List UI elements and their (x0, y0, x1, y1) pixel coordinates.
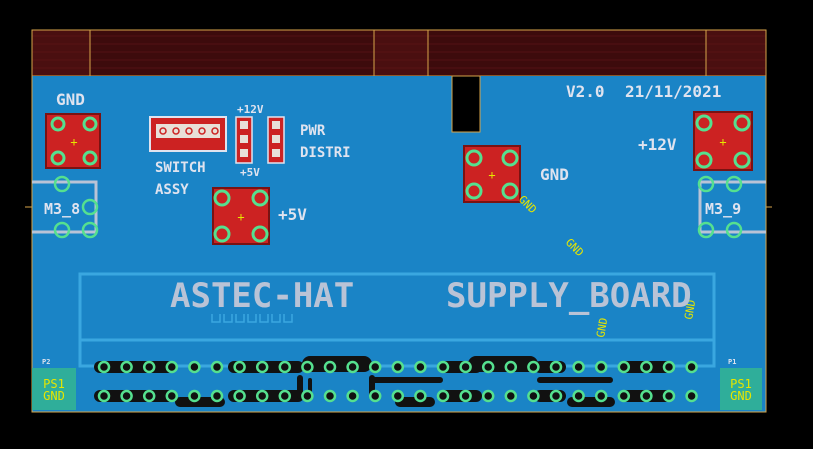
header-pin[interactable] (165, 389, 179, 403)
header-pin[interactable] (97, 389, 111, 403)
mount-hole-right[interactable] (697, 175, 766, 239)
header-pin[interactable] (549, 360, 563, 374)
header-pin[interactable] (346, 389, 359, 403)
header-pin[interactable] (301, 360, 314, 374)
p2-label: P2 (42, 358, 50, 366)
header-pin[interactable] (142, 389, 156, 403)
board-title-left: ASTEC-HAT (170, 276, 354, 316)
plus5v-pad[interactable]: + (212, 187, 270, 245)
header-pin[interactable] (459, 389, 472, 403)
switch-connector[interactable] (149, 116, 227, 152)
header-pin[interactable] (188, 360, 201, 374)
ps-right-label-2: GND (730, 389, 752, 403)
header-pin[interactable] (414, 389, 427, 403)
mount-hole-left[interactable] (32, 175, 99, 239)
header-pin-row-bottom (97, 389, 698, 403)
header-pin[interactable] (301, 389, 314, 403)
header-pin[interactable] (617, 389, 631, 403)
header-pin[interactable] (165, 360, 179, 374)
ps-left-label-2: GND (43, 389, 65, 403)
version-label: V2.0 (566, 82, 605, 101)
gnd-pad-center[interactable]: + (463, 145, 521, 203)
switch-label-2: ASSY (155, 182, 189, 198)
header-pin[interactable] (233, 360, 246, 374)
header-pin[interactable] (255, 360, 269, 374)
header-pin[interactable] (391, 389, 405, 403)
header-pin[interactable] (527, 360, 540, 374)
pwr-label-2: DISTRI (300, 145, 351, 161)
header-pin[interactable] (685, 360, 698, 374)
gnd-center-label: GND (540, 165, 569, 184)
header-pin[interactable] (481, 389, 495, 403)
header-pin-row-top (97, 360, 698, 374)
plus12v-pad[interactable]: + (693, 111, 753, 171)
header-pin[interactable] (527, 389, 540, 403)
m3-left-label: M3_8 (44, 200, 80, 218)
header-pin[interactable] (436, 389, 450, 403)
svg-text:+: + (237, 210, 244, 224)
header-pin[interactable] (481, 360, 495, 374)
header-pin[interactable] (662, 389, 676, 403)
switch-label-1: SWITCH (155, 160, 206, 176)
header-pin[interactable] (120, 360, 133, 374)
header-pin[interactable] (97, 360, 111, 374)
plus12v-small-label: +12V (237, 103, 264, 116)
header-pin[interactable] (640, 389, 653, 403)
date-label: 21/11/2021 (625, 82, 721, 101)
header-pin[interactable] (120, 389, 133, 403)
p1-label: P1 (728, 358, 736, 366)
header-pin[interactable] (278, 389, 292, 403)
header-pin[interactable] (459, 360, 472, 374)
header-pin[interactable] (188, 389, 201, 403)
gnd-top-left-label: GND (56, 90, 85, 109)
header-pin[interactable] (549, 389, 563, 403)
header-pin[interactable] (594, 389, 608, 403)
header-pin[interactable] (391, 360, 405, 374)
ps-left-label-1: PS1 (43, 377, 65, 391)
ps1-pad-right[interactable] (720, 368, 762, 410)
header-pin[interactable] (278, 360, 292, 374)
header-pin[interactable] (210, 389, 224, 403)
ps1-pad-left[interactable] (32, 368, 76, 410)
net-label-gnd-4: GND (682, 299, 698, 321)
header-pin[interactable] (594, 360, 608, 374)
header-pin[interactable] (436, 360, 450, 374)
header-pin[interactable] (233, 389, 246, 403)
header-pin[interactable] (662, 360, 676, 374)
header-pin[interactable] (346, 360, 359, 374)
header-pin[interactable] (640, 360, 653, 374)
gnd-pad-top-left[interactable]: + (45, 113, 101, 169)
header-pin[interactable] (414, 360, 427, 374)
net-label-gnd-3: GND (594, 317, 610, 339)
plus5v-small-label: +5V (240, 166, 260, 179)
svg-text:+: + (488, 168, 495, 182)
header-pin[interactable] (210, 360, 224, 374)
pwr-header-2[interactable] (267, 116, 285, 164)
header-pin[interactable] (572, 389, 585, 403)
pwr-label-1: PWR (300, 123, 326, 139)
header-pin[interactable] (323, 360, 337, 374)
board-title-right: SUPPLY_BOARD (446, 276, 692, 316)
plus5v-label: +5V (278, 205, 307, 224)
header-pin[interactable] (368, 360, 382, 374)
top-copper-zone (31, 29, 767, 77)
header-pin[interactable] (572, 360, 585, 374)
ps-right-label-1: PS1 (730, 377, 752, 391)
header-pin[interactable] (142, 360, 156, 374)
plus12v-label: +12V (638, 135, 677, 154)
header-pin[interactable] (323, 389, 337, 403)
header-pin[interactable] (255, 389, 269, 403)
mirrored-text-mark (211, 314, 293, 323)
header-pin[interactable] (504, 389, 518, 403)
svg-text:+: + (70, 135, 77, 149)
header-pin[interactable] (685, 389, 698, 403)
header-pin[interactable] (504, 360, 518, 374)
svg-text:+: + (719, 135, 726, 149)
pwr-header-1[interactable] (235, 116, 253, 164)
header-pin[interactable] (368, 389, 382, 403)
header-pin[interactable] (617, 360, 631, 374)
m3-right-label: M3_9 (705, 200, 741, 218)
